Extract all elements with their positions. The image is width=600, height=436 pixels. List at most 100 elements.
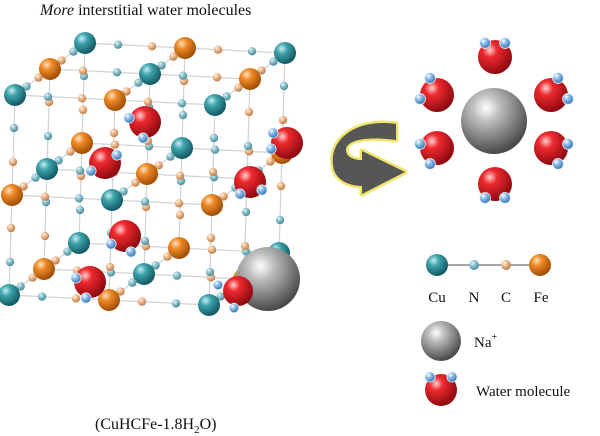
n-atom [205, 267, 215, 277]
fe-atom [239, 68, 261, 90]
hydrogen-atom [424, 72, 436, 84]
hydrogen-atom [499, 192, 511, 204]
n-atom [119, 187, 128, 196]
interstitial-water-3 [85, 147, 123, 179]
fe-atom [98, 289, 120, 311]
cu-atom [74, 32, 96, 54]
fe-atom [201, 194, 223, 216]
hydrogen-atom [111, 149, 123, 161]
n-atom [9, 123, 19, 133]
n-atom [178, 71, 188, 80]
c-atom [78, 105, 88, 115]
n-atom [172, 271, 182, 280]
n-atom [247, 47, 257, 56]
formula-caption: (CuHCFe-1.8H2O) [95, 416, 217, 436]
hydrogen-atom [85, 165, 97, 177]
n-atom [269, 57, 278, 66]
solvated-sodium-cluster [414, 37, 574, 204]
hydrogen-atom [212, 279, 224, 291]
c-atom [143, 97, 153, 106]
legend: Cu N C Fe Na+ Water molecule [421, 254, 571, 406]
fe-atom [174, 37, 196, 59]
n-atom [54, 156, 63, 165]
n-atom [31, 173, 40, 182]
n-atom [63, 247, 72, 256]
hydrogen-atom [105, 238, 117, 250]
hydrated-sodium-atom [461, 88, 527, 154]
oxygen-atom [109, 220, 141, 252]
legend-cu-label: Cu [428, 290, 446, 306]
c-atom [109, 128, 119, 138]
cu-atom [101, 189, 123, 211]
legend-water-label: Water molecule [476, 384, 571, 400]
hydrogen-atom [499, 37, 511, 49]
hydration-water-2 [414, 72, 454, 112]
legend-na-symbol: Na [474, 335, 492, 351]
hydrogen-atom [70, 272, 82, 284]
n-atom [75, 166, 85, 175]
oxygen-atom [420, 78, 454, 112]
c-atom [266, 157, 275, 166]
legend-c-icon [501, 260, 511, 270]
oxygen-atom [534, 131, 568, 165]
c-atom [19, 182, 28, 191]
n-atom [43, 131, 53, 141]
n-atom [210, 145, 220, 154]
n-atom [112, 68, 122, 77]
hydrogen-atom [562, 93, 574, 105]
interstitial-water-6 [70, 266, 106, 304]
c-atom [51, 256, 60, 265]
legend-water-icon [424, 371, 458, 406]
n-atom [43, 92, 53, 101]
n-atom [140, 197, 150, 206]
lattice-atoms [0, 32, 303, 316]
n-atom [69, 47, 78, 56]
fe-atom [136, 163, 158, 185]
legend-na-label: Na+ [474, 332, 498, 351]
fe-atom [104, 89, 126, 111]
title-emphasis: More [39, 2, 74, 19]
hydrogen-atom [414, 138, 426, 150]
legend-c-label: C [501, 290, 511, 306]
oxygen-atom [271, 127, 303, 159]
n-atom [209, 133, 219, 143]
hydrogen-atom [552, 72, 564, 84]
hydration-water-5 [534, 131, 574, 170]
oxygen-atom [420, 131, 454, 165]
hydrogen-atom [125, 246, 137, 258]
n-atom [113, 40, 123, 49]
cu-atom [198, 294, 220, 316]
c-atom [276, 181, 286, 191]
hydrogen-atom [256, 184, 268, 196]
caption-suffix: O) [200, 416, 217, 433]
n-atom [151, 261, 160, 270]
hydration-water-1 [478, 37, 512, 74]
fe-atom [1, 184, 23, 206]
cu-atom [68, 232, 90, 254]
n-atom [216, 292, 225, 301]
n-atom [166, 152, 175, 161]
interstitial-water-2 [265, 127, 303, 159]
n-atom [16, 282, 25, 291]
n-atom [243, 141, 253, 151]
n-atom [22, 82, 31, 91]
cu-atom [204, 94, 226, 116]
c-atom [154, 161, 163, 170]
caption-subscript: 2 [194, 424, 200, 436]
interstitial-water-4 [234, 166, 268, 200]
c-atom [174, 199, 184, 208]
hydration-water-4 [414, 131, 454, 170]
hydrogen-atom [562, 138, 574, 150]
n-atom [177, 99, 187, 108]
hydrogen-atom [414, 93, 426, 105]
n-atom [75, 205, 85, 215]
c-atom [137, 297, 147, 306]
n-atom [222, 92, 231, 101]
n-atom [157, 61, 166, 70]
title-rest: interstitial water molecules [74, 2, 251, 19]
c-atom [40, 192, 50, 201]
legend-n-icon [469, 260, 479, 270]
fe-atom [168, 237, 190, 259]
c-atom [206, 233, 216, 243]
hydrogen-atom [446, 371, 458, 383]
